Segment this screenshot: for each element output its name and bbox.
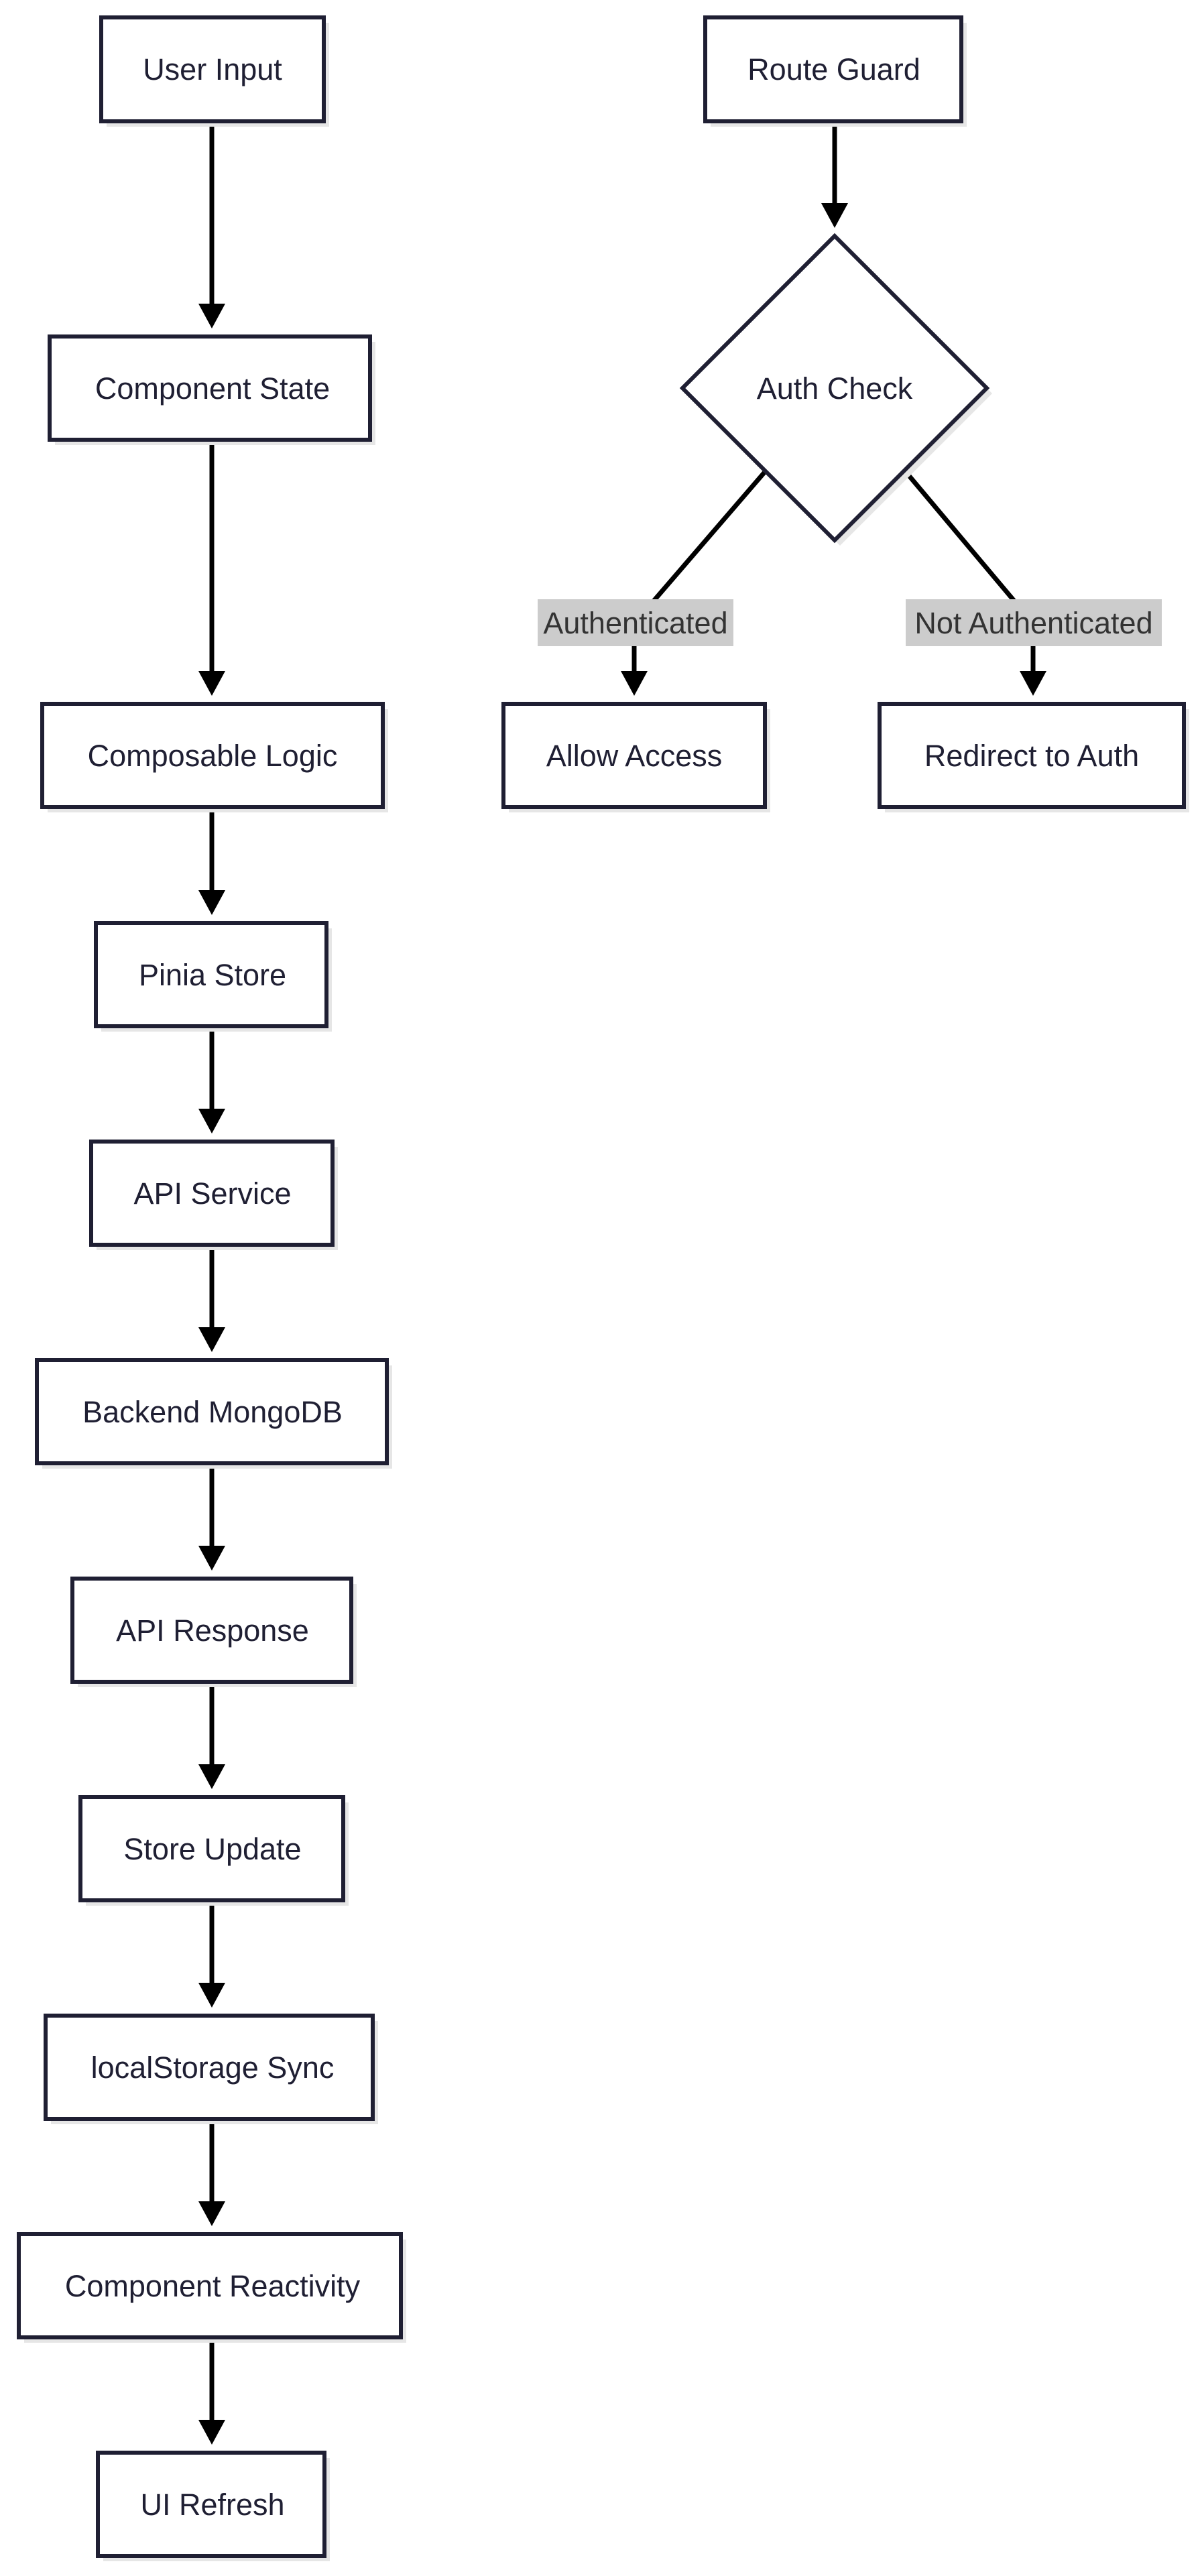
node-backend-mongodb: Backend MongoDB: [35, 1358, 392, 1469]
svg-text:Redirect to Auth: Redirect to Auth: [924, 739, 1139, 773]
edge-pinia-store-to-api-service: [198, 1026, 225, 1133]
node-api-response: API Response: [70, 1577, 357, 1687]
node-localstorage-sync: localStorage Sync: [44, 2014, 378, 2124]
svg-text:UI Refresh: UI Refresh: [140, 2488, 284, 2522]
svg-text:API Service: API Service: [133, 1176, 291, 1211]
node-redirect-to-auth: Redirect to Auth: [878, 702, 1189, 812]
edge-backend-mongodb-to-api-response: [198, 1463, 225, 1571]
svg-text:User Input: User Input: [143, 52, 282, 86]
edge-auth-check-to-allow-access: [621, 471, 766, 696]
svg-text:Component Reactivity: Component Reactivity: [65, 2269, 361, 2303]
edge-route-guard-to-auth-check: [821, 121, 848, 228]
svg-text:Composable Logic: Composable Logic: [88, 739, 338, 773]
node-composable-logic: Composable Logic: [40, 702, 388, 812]
svg-text:Allow Access: Allow Access: [546, 739, 723, 773]
edge-api-response-to-store-update: [198, 1682, 225, 1789]
svg-text:API Response: API Response: [116, 1613, 309, 1648]
svg-text:localStorage Sync: localStorage Sync: [91, 2050, 335, 2085]
edge-store-update-to-localstorage-sync: [198, 1900, 225, 2008]
node-component-reactivity: Component Reactivity: [17, 2232, 406, 2343]
node-ui-refresh: UI Refresh: [96, 2451, 330, 2561]
svg-text:Pinia Store: Pinia Store: [139, 958, 286, 992]
edge-composable-logic-to-pinia-store: [198, 806, 225, 915]
svg-text:Authenticated: Authenticated: [543, 606, 727, 640]
node-api-service: API Service: [89, 1140, 338, 1250]
svg-text:Auth Check: Auth Check: [757, 371, 913, 406]
node-user-input: User Input: [99, 15, 329, 127]
svg-text:Store Update: Store Update: [123, 1832, 301, 1866]
svg-text:Route Guard: Route Guard: [747, 52, 920, 86]
edge-label-not-authenticated: Not Authenticated: [906, 599, 1162, 646]
edge-label-authenticated: Authenticated: [538, 599, 733, 646]
edge-localstorage-sync-to-component-reactivity: [198, 2119, 225, 2226]
edge-user-input-to-component-state: [198, 121, 225, 328]
edge-component-reactivity-to-ui-refresh: [198, 2337, 225, 2445]
svg-text:Backend MongoDB: Backend MongoDB: [82, 1395, 343, 1429]
svg-text:Component State: Component State: [95, 371, 330, 406]
node-pinia-store: Pinia Store: [94, 921, 332, 1032]
node-auth-check: Auth Check: [679, 233, 992, 546]
edge-auth-check-to-redirect-to-auth: [904, 471, 1046, 696]
node-component-state: Component State: [48, 334, 375, 445]
edge-api-service-to-backend-mongodb: [198, 1245, 225, 1352]
node-store-update: Store Update: [78, 1795, 349, 1906]
edge-component-state-to-composable-logic: [198, 440, 225, 696]
node-route-guard: Route Guard: [703, 15, 967, 127]
svg-text:Not Authenticated: Not Authenticated: [914, 606, 1152, 640]
node-allow-access: Allow Access: [501, 702, 770, 812]
